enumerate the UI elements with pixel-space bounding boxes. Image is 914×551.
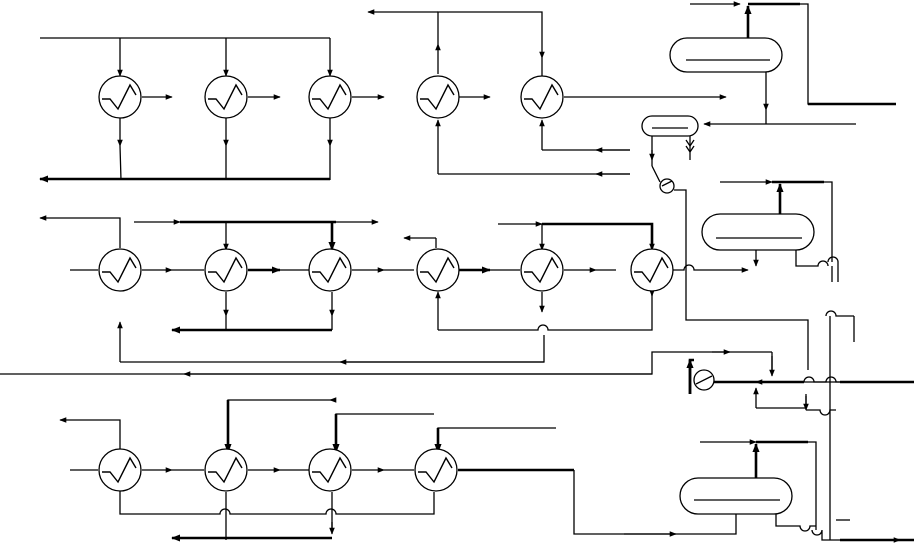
middle-exchanger-train (39, 215, 749, 365)
pump-1 (659, 178, 675, 194)
heat-exchangers (98, 75, 674, 492)
heat-exchanger-icon (308, 448, 352, 492)
heat-exchanger-icon (416, 248, 460, 292)
heat-exchanger-icon (308, 248, 352, 292)
heat-exchanger-icon (414, 448, 458, 492)
heat-exchanger-icon (630, 248, 674, 292)
vessel-4 (679, 477, 793, 515)
heat-exchanger-icon (204, 75, 248, 119)
top-exchanger-train (39, 9, 727, 183)
vessel-2-small (641, 115, 699, 154)
heat-exchanger-icon (98, 75, 142, 119)
valve-icon (685, 139, 695, 154)
heat-exchanger-icon (520, 248, 564, 292)
heat-exchanger-icon (204, 248, 248, 292)
bottom-exchanger-train (59, 397, 677, 542)
vessel-3 (701, 213, 815, 251)
heat-exchanger-icon (520, 75, 564, 119)
heat-exchanger-icon (98, 448, 142, 492)
heat-exchanger-icon (416, 75, 460, 119)
heat-exchanger-icon (98, 248, 142, 292)
middle-vessel-section (720, 179, 839, 282)
bottom-vessel-section (676, 439, 914, 543)
heat-exchanger-icon (204, 448, 248, 492)
pump-2 (693, 369, 715, 391)
vessel-1 (669, 37, 783, 73)
top-vessel-section (649, 1, 896, 370)
heat-exchanger-icon (308, 75, 352, 119)
pump-2-section (0, 310, 914, 540)
